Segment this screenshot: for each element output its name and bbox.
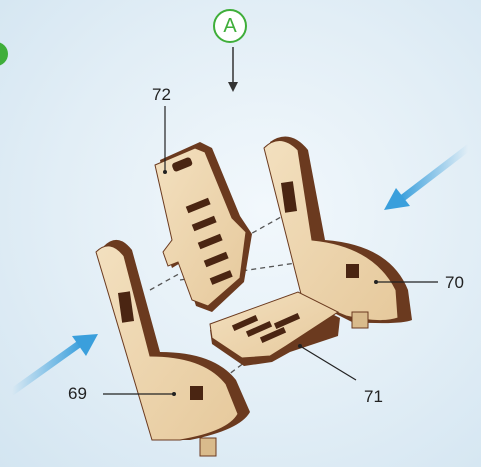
part-label-69: 69 [68,385,87,402]
step-down-arrow-icon [228,47,238,92]
part-label-71: 71 [364,388,383,405]
push-arrow-right-icon [384,148,468,210]
step-marker: A [213,9,247,43]
part-label-70: 70 [445,274,464,291]
part-71-seat [210,292,340,366]
prev-step-marker [0,42,8,66]
part-label-72: 72 [152,86,171,103]
part-72-seat-back [155,142,252,312]
